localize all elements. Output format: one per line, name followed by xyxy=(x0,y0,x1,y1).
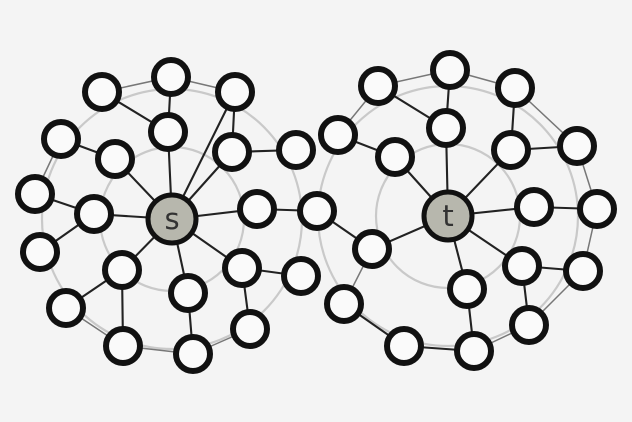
graph-node xyxy=(281,256,321,296)
graph-node xyxy=(426,108,466,148)
graph-node xyxy=(491,130,531,170)
graph-node xyxy=(82,72,122,112)
graph-node xyxy=(495,68,535,108)
graph-node xyxy=(502,246,542,286)
graph-node xyxy=(563,251,603,291)
hub-node-s xyxy=(145,192,199,246)
graph-node xyxy=(358,66,398,106)
graph-node xyxy=(215,72,255,112)
graph-node xyxy=(514,187,554,227)
graph-node xyxy=(148,112,188,152)
graph-node xyxy=(430,50,470,90)
graph-node xyxy=(375,137,415,177)
graph-node xyxy=(95,139,135,179)
graph-node xyxy=(15,174,55,214)
graph-node xyxy=(212,132,252,172)
graph-hubs: s t xyxy=(145,189,475,246)
graph-node xyxy=(454,331,494,371)
graph-node xyxy=(20,232,60,272)
graph-node xyxy=(324,284,364,324)
graph-node xyxy=(384,326,424,366)
graph-node xyxy=(222,248,262,288)
graph-node xyxy=(352,229,392,269)
graph-node xyxy=(151,57,191,97)
hub-label-t: t xyxy=(442,199,453,233)
graph-node xyxy=(103,326,143,366)
graph-node xyxy=(46,288,86,328)
graph-node xyxy=(557,126,597,166)
graph-node xyxy=(447,269,487,309)
graph-node xyxy=(237,189,277,229)
hub-label-s: s xyxy=(164,202,179,236)
graph-node xyxy=(509,305,549,345)
graph-node xyxy=(318,115,358,155)
graph-node xyxy=(276,130,316,170)
graph-node xyxy=(173,334,213,374)
graph-node xyxy=(230,309,270,349)
graph-nodes xyxy=(15,50,617,374)
graph-node xyxy=(74,194,114,234)
graph-node xyxy=(297,191,337,231)
graph-node xyxy=(41,119,81,159)
graph-node xyxy=(577,189,617,229)
graph-node xyxy=(102,250,142,290)
hub-node-t xyxy=(421,189,475,243)
graph-node xyxy=(168,273,208,313)
